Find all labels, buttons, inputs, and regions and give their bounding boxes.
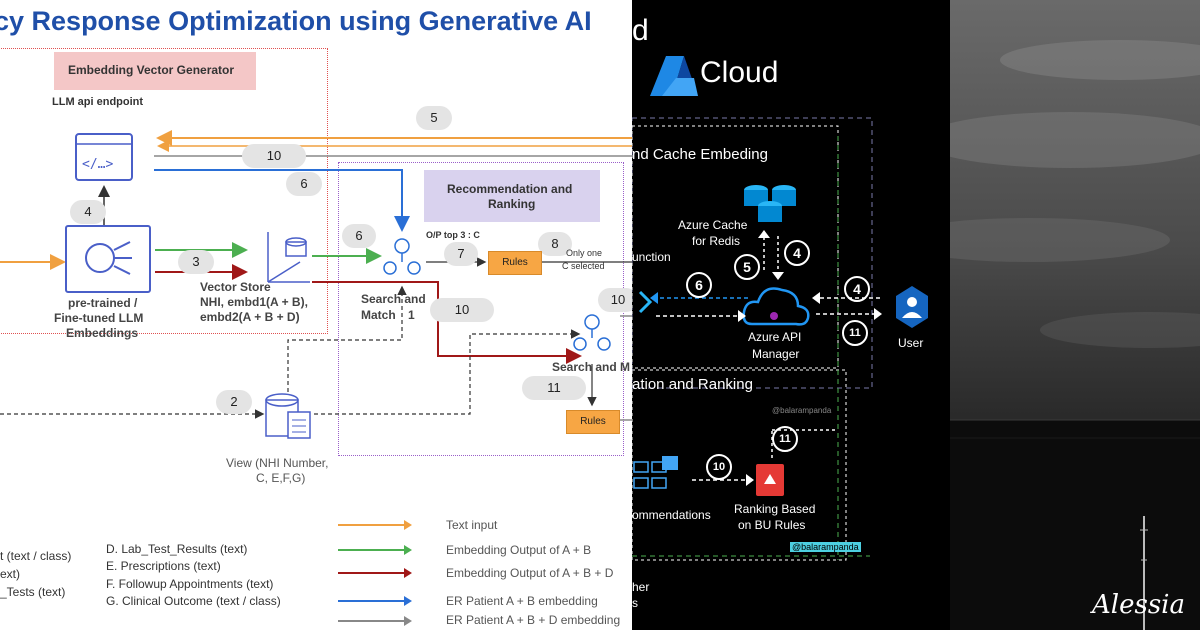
cache-embedding-title: nd Cache Embeding [632,146,768,163]
llm-embedding-icon [65,225,151,293]
api-manager-label-1: Azure API [748,330,802,344]
step-6b-badge: 6 [342,224,376,248]
recommendation-ranking-box [424,170,600,222]
search-match-icon [383,238,421,275]
legend-label-embedding-abd: Embedding Output of A + B + D [446,566,614,580]
seascape-photo-panel: Alessia [950,0,1200,630]
text-fragment-s: s [632,596,638,610]
only-one-label-1: Only one [566,248,603,258]
step-10b-badge: 10 [430,298,494,322]
watermark-handle-2: @balarampanda [790,542,861,552]
legend-line-er-abd [338,616,412,626]
search-match-icon-2 [573,314,611,351]
azure-cache-label-1: Azure Cache [678,218,748,232]
user-label: User [898,336,924,350]
watermark-handle-1: @balarampanda [772,406,832,415]
search-match-number: 1 [408,308,415,322]
azure-connectors [632,56,928,561]
photo-signature: Alessia [1092,590,1185,620]
step-10c-badge: 10 [598,288,632,312]
vector-store-label-2: NHI, embd1(A + B), [200,295,308,309]
rules-box-1: Rules [488,251,542,275]
function-label: unction [632,250,671,264]
ranking-rules-icon [756,464,784,496]
azure-cache-label-2: for Redis [692,234,741,248]
step-10-badge: 10 [242,144,306,168]
vector-store-label-1: Vector Store [200,280,271,294]
list-right-3: F. Followup Appointments (text) [106,577,274,591]
embedding-region-boundary [0,48,328,334]
vector-store-label-3: embd2(A + B + D) [200,310,300,324]
cloud-title: Cloud [700,56,779,89]
embedding-vector-generator-box [54,52,256,90]
recommendation-ranking-label-1: Recommendation and [447,182,573,196]
list-right-4: G. Clinical Outcome (text / class) [106,594,281,608]
ranking-bu-label-1: Ranking Based [734,502,816,516]
view-database-icon [265,393,311,439]
list-right-2: E. Prescriptions (text) [106,559,221,573]
step-5-circle: 5 [734,254,760,280]
code-window-icon: </…> [75,133,133,181]
azure-architecture-panel: d [632,0,950,630]
embedding-vector-generator-label: Embedding Vector Generator [68,63,235,77]
legend-label-embedding-ab: Embedding Output of A + B [446,543,592,557]
user-icon [896,286,928,328]
legend-line-embedding-abd [338,568,412,578]
api-manager-label-2: Manager [752,347,800,361]
only-one-label-2: C selected [562,261,605,271]
search-match-label-3: Search and M [552,360,631,374]
legend-label-er-abd: ER Patient A + B + D embedding [446,613,621,627]
pretrained-label-3: Embeddings [66,326,139,340]
redis-cache-icon [744,185,796,222]
step-2-badge: 2 [216,390,252,414]
rules-box-2: Rules [566,410,620,434]
recommendation-ranking-label-2: Ranking [488,197,536,211]
step-4b-circle: 4 [844,276,870,302]
pretrained-label-1: pre-trained / [68,296,138,310]
pretrained-label-2: Fine-tuned LLM [54,311,144,325]
recommendations-label: ommendations [632,508,711,522]
legend-label-text-input: Text input [446,518,498,532]
step-11b-circle: 11 [772,426,798,452]
vector-store-icon [267,232,310,283]
op-top-label: O/P top 3 : C [426,230,480,240]
view-label-1: View (NHI Number, [226,456,329,470]
api-manager-icon [742,287,810,326]
list-left-1: t (text / class) [0,549,72,563]
view-label-2: C, E,F,G) [256,471,306,485]
step-10-circle: 10 [706,454,732,480]
legend-line-embedding-ab [338,545,412,555]
svg-text:</…>: </…> [82,157,113,172]
step-6-badge: 6 [286,172,322,196]
step-4-badge: 4 [70,200,106,224]
diagram-title: cy Response Optimization using Generativ… [0,6,592,36]
ranking-title: ation and Ranking [632,376,753,393]
seascape-photo [950,0,1200,630]
step-7-badge: 7 [444,242,478,266]
step-11-circle: 11 [842,320,868,346]
step-8-badge: 8 [538,232,572,256]
azure-logo-icon [650,56,698,96]
list-left-3: _Tests (text) [0,585,66,599]
legend-line-text-input [338,520,412,530]
search-match-label-2: Match [361,308,396,322]
step-11-badge: 11 [522,376,586,400]
architecture-diagram-panel: cy Response Optimization using Generativ… [0,0,632,630]
recommendations-icon [633,456,678,489]
legend-label-er-ab: ER Patient A + B embedding [446,594,598,608]
ranking-bu-label-2: on BU Rules [738,518,806,532]
list-left-2: ext) [0,567,21,581]
step-3-badge: 3 [178,250,214,274]
list-right-1: D. Lab_Test_Results (text) [106,542,248,556]
step-4-circle: 4 [784,240,810,266]
text-fragment-her: her [632,580,650,594]
step-6-circle: 6 [686,272,712,298]
legend-line-er-ab [338,596,412,606]
header-fragment: d [632,14,649,47]
step-5-badge: 5 [416,106,452,130]
search-match-label-1: Search and [361,292,426,306]
llm-api-endpoint-label: LLM api endpoint [52,96,144,108]
